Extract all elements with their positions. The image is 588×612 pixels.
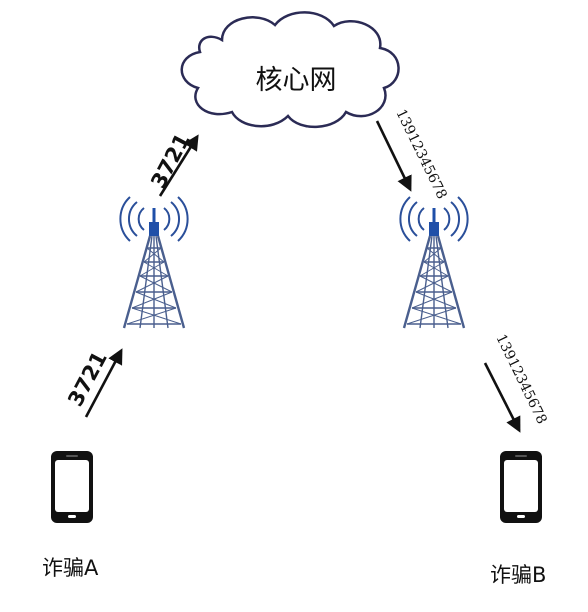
downlink-upper-number: 13912345678: [392, 107, 449, 202]
arrow-downlink-upper: [375, 120, 412, 192]
uplink-upper-number: 3721: [146, 129, 195, 192]
phone-label-left: 诈骗A: [42, 556, 99, 580]
cloud-label: 核心网: [256, 65, 337, 96]
arrow-uplink-upper: [158, 134, 199, 197]
arrow-uplink-lower: [84, 348, 123, 418]
phone-label-right: 诈骗B: [490, 563, 547, 587]
smartphone-icon-right: [500, 451, 542, 523]
cell-tower-icon-right: [398, 195, 470, 330]
cloud-icon: [180, 11, 400, 129]
smartphone-icon-left: [51, 451, 93, 523]
downlink-lower-number: 13912345678: [492, 332, 549, 427]
arrow-downlink-lower: [483, 362, 521, 433]
core-network-cloud: 核心网: [180, 11, 400, 129]
cell-tower-icon-left: [118, 195, 190, 330]
uplink-lower-number: 3721: [63, 347, 112, 410]
